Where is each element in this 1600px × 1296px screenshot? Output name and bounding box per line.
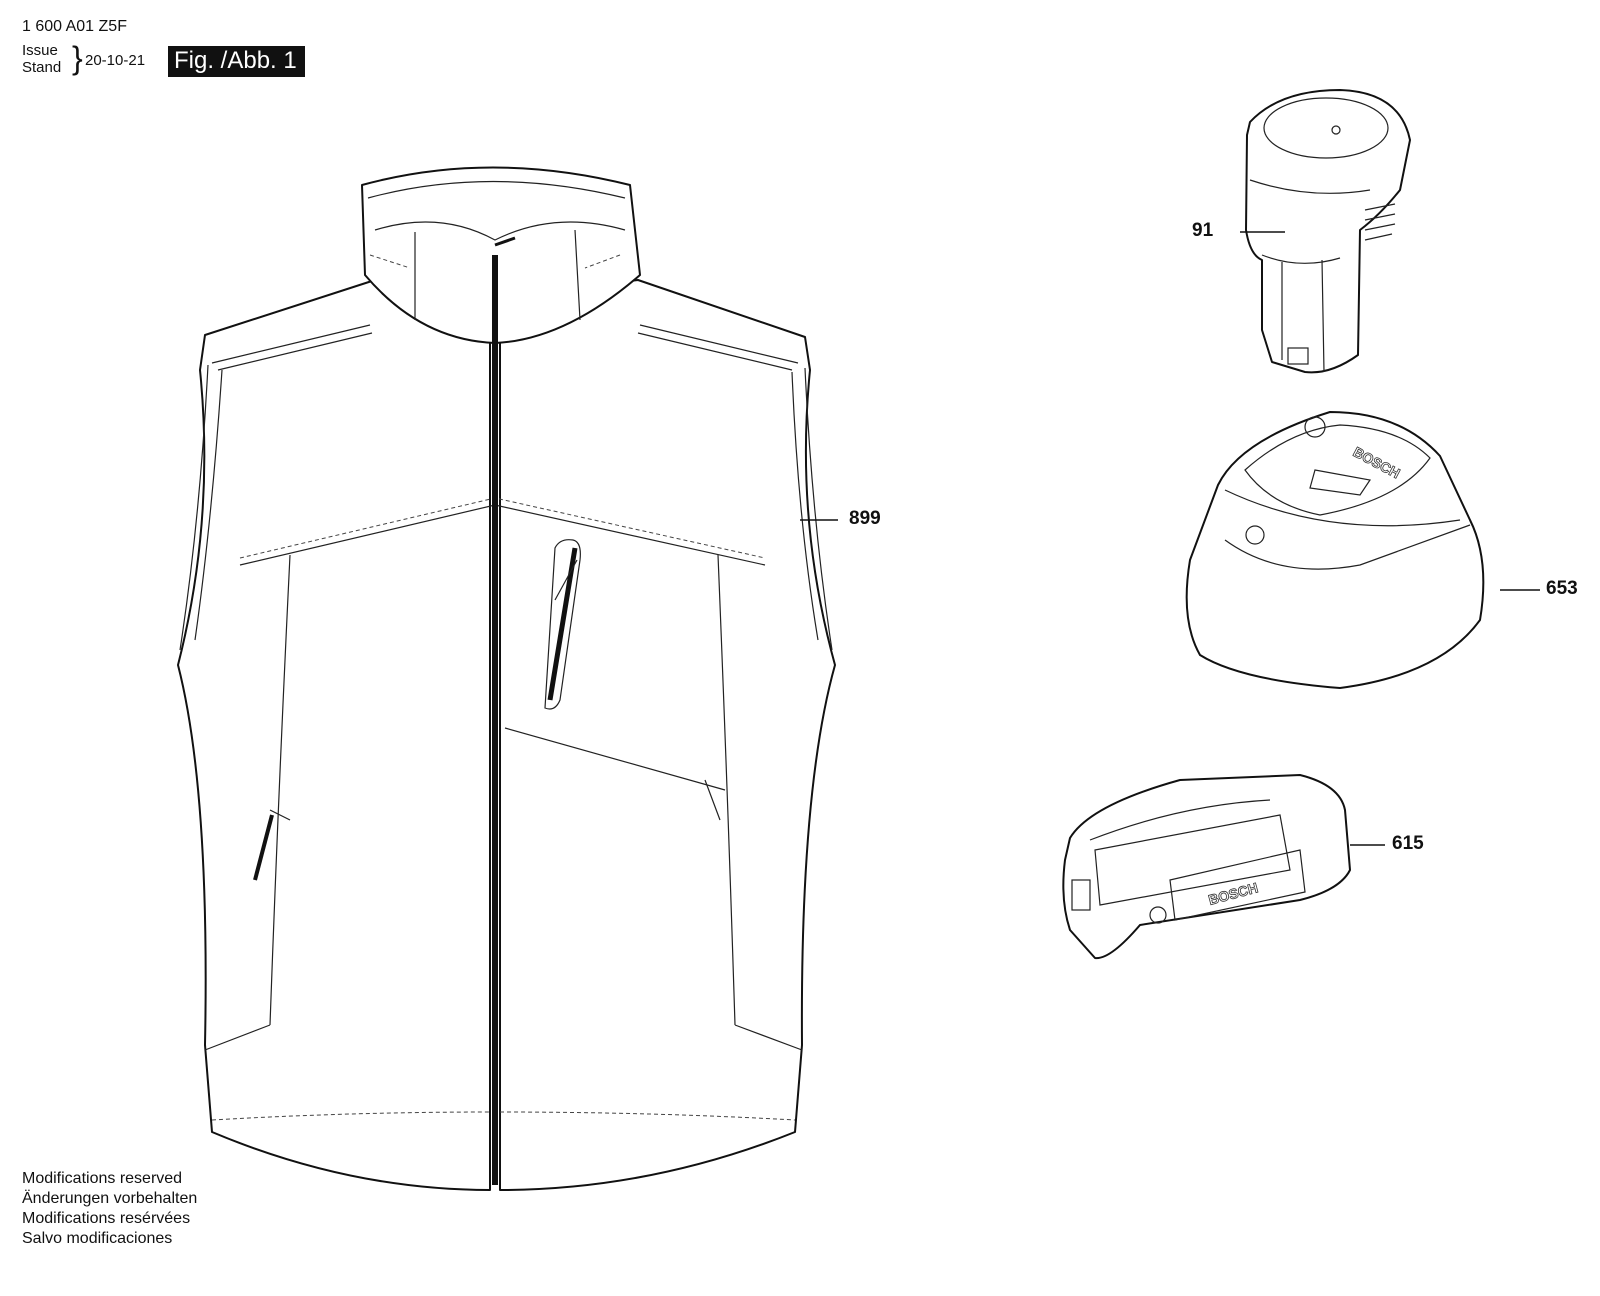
- callout-91: 91: [1192, 220, 1214, 241]
- stand-label: Stand: [22, 59, 62, 76]
- battery-drawing: [1245, 89, 1411, 374]
- part-code: 1 600 A01 Z5F: [22, 18, 127, 35]
- callout-899: 899: [849, 508, 881, 529]
- adapter-drawing: BOSCH: [1062, 774, 1351, 960]
- vest-right-panel: [499, 279, 836, 1191]
- note-en: Modifications reserved: [22, 1170, 183, 1187]
- charger-drawing: BOSCH: [1185, 411, 1485, 689]
- callout-653: 653: [1546, 578, 1578, 599]
- callout-615: 615: [1392, 833, 1424, 854]
- vest-left-panel: [177, 279, 491, 1191]
- issue-date: 20-10-21: [85, 52, 146, 69]
- note-fr: Modifications resérvées: [22, 1210, 191, 1227]
- note-de: Änderungen vorbehalten: [22, 1190, 198, 1207]
- brace-icon: }: [72, 40, 83, 76]
- footer-notes: Modifications reserved Änderungen vorbeh…: [22, 1169, 197, 1249]
- vest-drawing: [177, 166, 836, 1191]
- issue-label: Issue: [22, 42, 58, 59]
- vest-collar: [361, 166, 641, 344]
- note-es: Salvo modificaciones: [22, 1230, 173, 1247]
- figure-label: Fig. /Abb. 1: [168, 46, 305, 77]
- issue-stand-labels: Issue Stand: [22, 42, 61, 76]
